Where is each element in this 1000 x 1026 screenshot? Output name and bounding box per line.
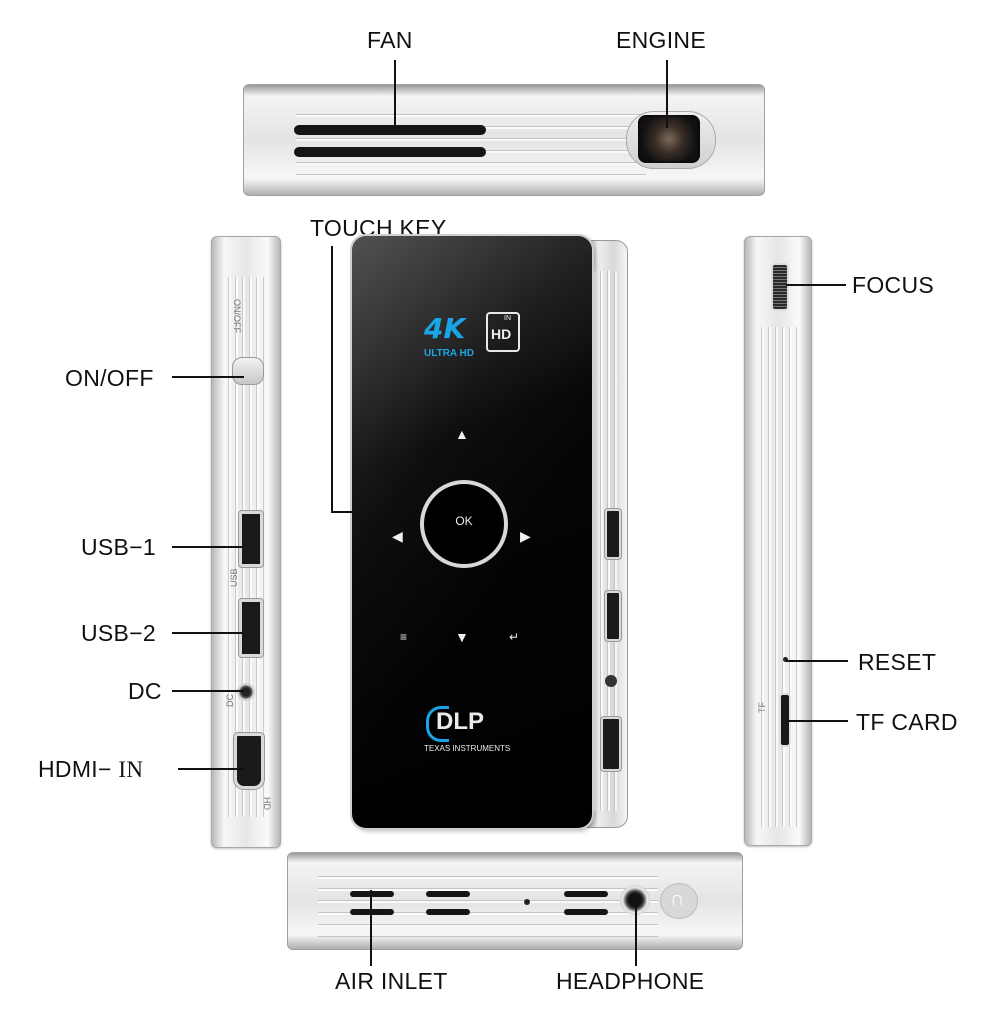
callout-line-hdmi-in — [178, 768, 244, 770]
label-usb-2: USB−2 — [81, 620, 157, 646]
label-tf-card: TF CARD — [856, 709, 958, 735]
triangle-down-icon[interactable]: ▼ — [455, 629, 469, 645]
ok-button-label: OK — [455, 514, 473, 528]
focus-wheel[interactable] — [771, 263, 789, 311]
badge-ultra-hd: ULTRA HD — [424, 348, 474, 359]
top-grooves — [296, 105, 616, 177]
air-inlet-vent-1a — [350, 891, 394, 897]
callout-line-engine — [666, 60, 668, 128]
label-engine: ENGINE — [616, 27, 706, 53]
label-hdmi-prefix: HDMI− — [38, 756, 112, 782]
label-fan: FAN — [367, 27, 413, 53]
callout-line-on-off — [172, 376, 244, 378]
dc-jack[interactable] — [237, 683, 255, 701]
air-inlet-vent-1b — [350, 909, 394, 915]
headphone-icon: ∩ — [660, 883, 698, 919]
right-grooves — [757, 327, 799, 827]
label-reset: RESET — [858, 649, 937, 675]
triangle-left-icon[interactable]: ◀ — [392, 528, 403, 544]
callout-line-tf-card — [786, 720, 848, 722]
front-edge-usb-2 — [605, 591, 621, 641]
ok-button[interactable]: OK — [420, 480, 508, 568]
label-focus: FOCUS — [852, 272, 934, 298]
badge-hd-in: IN — [504, 315, 511, 322]
callout-line-usb-1 — [172, 546, 244, 548]
dlp-logo-text: DLP — [436, 708, 484, 735]
fan-vent-upper — [294, 125, 486, 135]
callout-line-touch-key-vertical — [331, 246, 333, 512]
badge-hd: HD — [491, 326, 512, 342]
label-hdmi-suffix: IN — [118, 757, 144, 782]
headphone-icon-glyph: ∩ — [670, 888, 685, 910]
callout-line-focus — [786, 284, 846, 286]
callout-line-touch-key-horizontal — [331, 511, 399, 513]
back-icon[interactable]: ↵ — [509, 630, 520, 644]
projector-bottom-view: ∩ — [287, 852, 743, 950]
projector-touch-panel: 4K IN HD ULTRA HD ▲ ◀ ▶ ▼ ≡ ↵ OK DLP TEX… — [352, 236, 592, 828]
callout-line-fan — [394, 60, 396, 128]
menu-icon[interactable]: ≡ — [400, 630, 408, 644]
front-edge-usb-1 — [605, 509, 621, 559]
usb-1-port[interactable] — [239, 511, 263, 567]
triangle-right-icon[interactable]: ▶ — [520, 528, 531, 544]
callout-line-air-inlet — [370, 890, 372, 966]
callout-line-reset — [786, 660, 848, 662]
air-inlet-vent-3b — [564, 909, 608, 915]
air-inlet-vent-3a — [564, 891, 608, 897]
label-usb-1: USB−1 — [81, 534, 157, 560]
reset-hole[interactable] — [783, 657, 788, 662]
print-onoff: ON/OFF — [232, 299, 242, 333]
label-hdmi-in: HDMI− IN — [38, 756, 143, 783]
badge-hd-box: IN HD — [486, 312, 520, 352]
fan-vent-lower — [294, 147, 486, 157]
callout-line-usb-2 — [172, 632, 244, 634]
engine-lens — [638, 115, 700, 163]
dlp-maker: TEXAS INSTRUMENTS — [424, 744, 511, 753]
bottom-grooves — [318, 867, 658, 937]
dlp-logo-ring — [426, 706, 449, 742]
hdmi-in-port[interactable] — [234, 733, 264, 789]
front-edge-dc — [605, 675, 617, 687]
label-dc: DC — [128, 678, 162, 704]
print-hd: HD — [262, 797, 272, 810]
triangle-up-icon[interactable]: ▲ — [455, 426, 469, 442]
bottom-indicator-dot — [524, 899, 530, 905]
callout-line-headphone — [635, 898, 637, 966]
badge-4k: 4K — [424, 312, 466, 345]
print-dc: DC — [225, 694, 235, 707]
projector-top-view — [243, 84, 765, 196]
callout-line-dc — [172, 690, 244, 692]
label-air-inlet: AIR INLET — [335, 968, 448, 994]
label-headphone: HEADPHONE — [556, 968, 705, 994]
print-usb: USB — [229, 568, 239, 587]
on-off-switch[interactable] — [232, 357, 264, 385]
projector-right-side-view: TF — [744, 236, 812, 846]
print-tf: TF — [757, 702, 767, 713]
air-inlet-vent-2b — [426, 909, 470, 915]
usb-2-port[interactable] — [239, 599, 263, 657]
label-on-off: ON/OFF — [65, 365, 154, 391]
projector-left-side-view: ON/OFF USB DC HD — [211, 236, 281, 848]
air-inlet-vent-2a — [426, 891, 470, 897]
front-edge-hdmi — [601, 717, 621, 771]
